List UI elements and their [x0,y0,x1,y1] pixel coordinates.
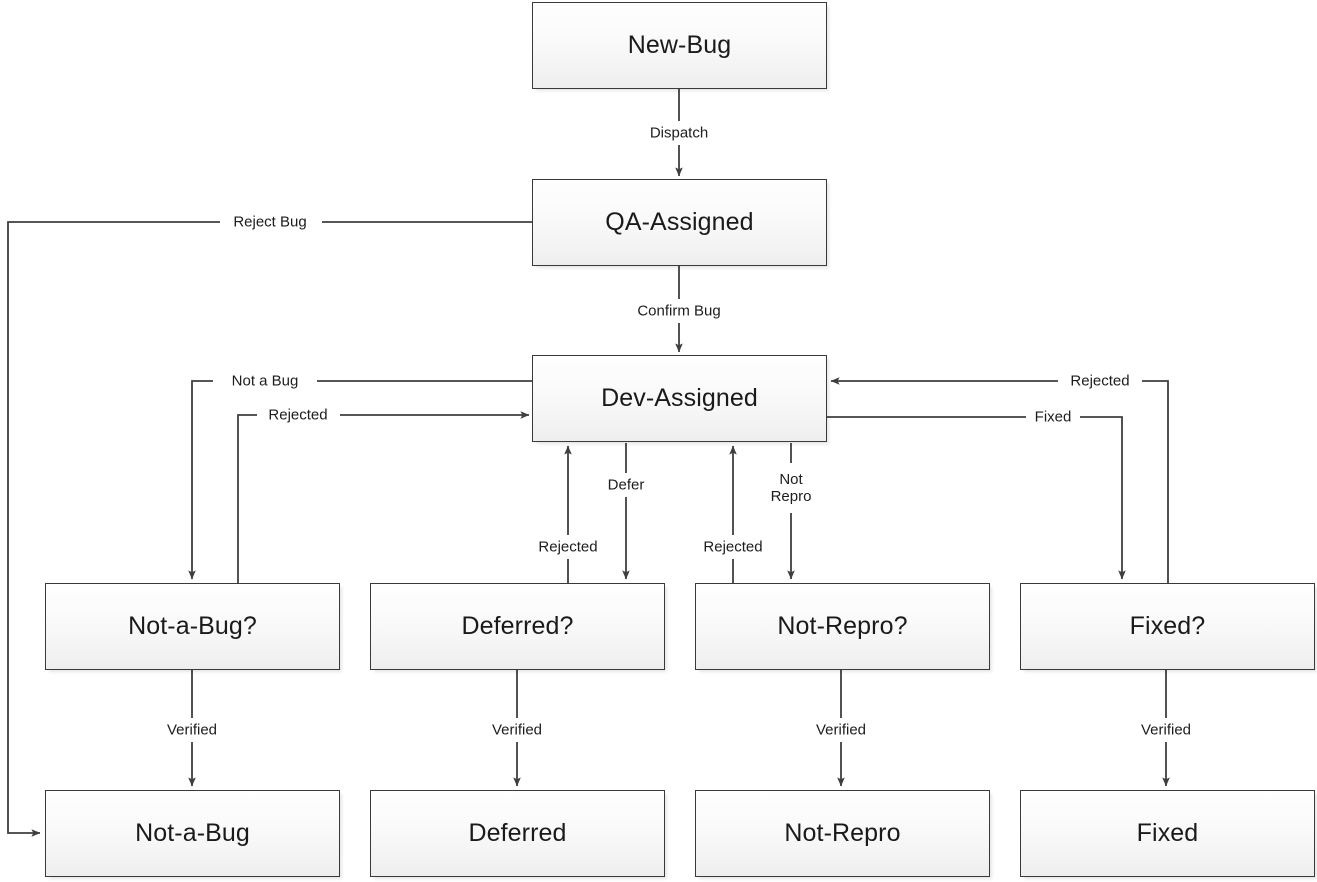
node-new-bug[interactable]: New-Bug [532,2,827,89]
node-label: QA-Assigned [605,207,754,236]
node-fixed-question[interactable]: Fixed? [1020,583,1315,670]
edge-rejected-nab-a [237,414,257,583]
edge-label-rejected-nrp: Rejected [700,538,766,556]
node-qa-assigned[interactable]: QA-Assigned [532,179,827,266]
node-label: New-Bug [627,30,732,59]
node-label: Deferred? [461,611,574,640]
node-label: Not-Repro [784,818,901,847]
edge-label-rejected-fix: Rejected [1067,372,1133,390]
node-label: Fixed [1136,818,1199,847]
edge-not-a-bug-b [188,380,213,580]
node-label: Not-Repro? [777,611,908,640]
node-label: Dev-Assigned [601,383,758,412]
node-deferred-question[interactable]: Deferred? [370,583,665,670]
node-not-repro[interactable]: Not-Repro [695,790,990,877]
edge-label-fixed: Fixed [1031,408,1075,426]
node-label: Not-a-Bug [135,818,250,847]
edge-label-verified-nrp: Verified [812,721,870,739]
edge-label-verified-nab: Verified [163,721,221,739]
node-label: Not-a-Bug? [128,611,257,640]
edge-label-rejected-def: Rejected [535,538,601,556]
edge-label-rejected-nab: Rejected [265,406,331,424]
edge-label-verified-fix: Verified [1137,721,1195,739]
edge-label-confirm-bug: Confirm Bug [634,302,724,320]
edge-label-not-a-bug: Not a Bug [228,372,302,390]
node-not-a-bug[interactable]: Not-a-Bug [45,790,340,877]
edge-rejected-fix-a [1142,380,1169,583]
edge-label-defer: Defer [604,476,648,494]
edge-reject-bug-b [7,221,220,837]
node-fixed[interactable]: Fixed [1020,790,1315,877]
node-deferred[interactable]: Deferred [370,790,665,877]
edge-label-dispatch: Dispatch [646,124,712,142]
node-not-a-bug-question[interactable]: Not-a-Bug? [45,583,340,670]
edge-label-not-repro: Not Repro [767,470,815,506]
node-dev-assigned[interactable]: Dev-Assigned [532,355,827,442]
edge-label-verified-def: Verified [488,721,546,739]
node-label: Fixed? [1129,611,1206,640]
edge-label-reject-bug: Reject Bug [230,213,310,231]
edge-fixed-b [1080,416,1126,580]
node-not-repro-question[interactable]: Not-Repro? [695,583,990,670]
node-label: Deferred [468,818,567,847]
